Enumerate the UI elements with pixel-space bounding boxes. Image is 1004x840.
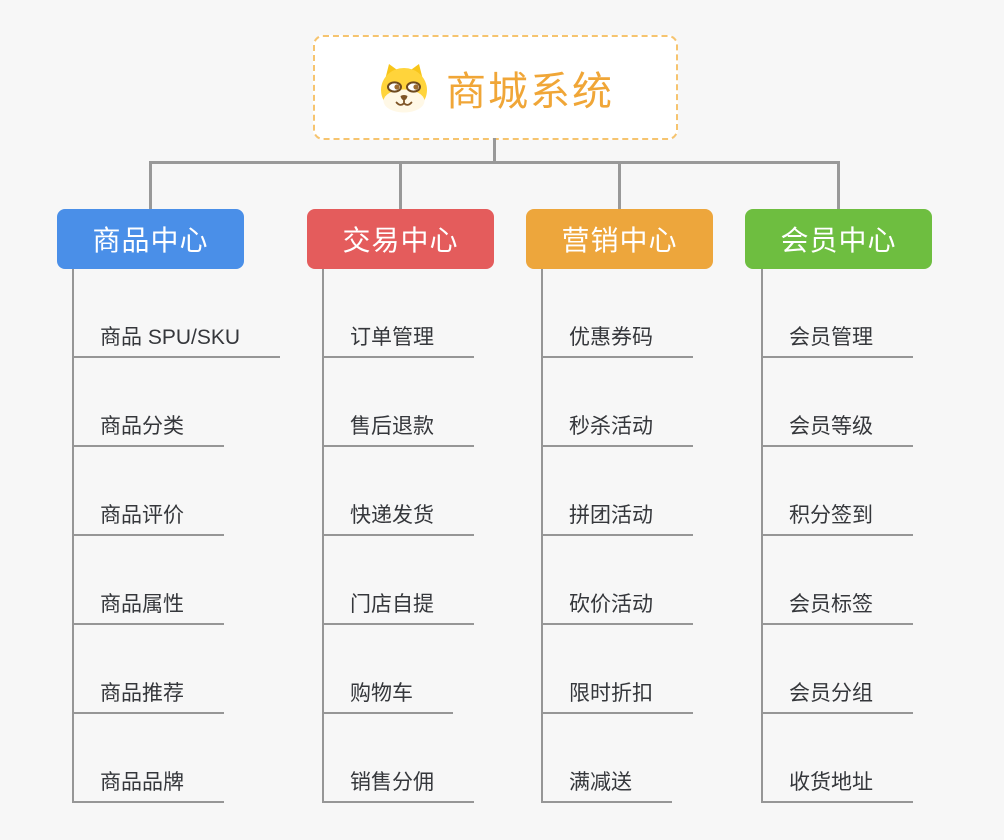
child-node[interactable]: 收货地址 [761, 770, 913, 803]
branch-spine [541, 269, 543, 801]
child-node[interactable]: 售后退款 [322, 414, 474, 447]
connector-horizontal-bar [149, 161, 840, 164]
child-node[interactable]: 商品 SPU/SKU [72, 325, 281, 358]
child-node[interactable]: 门店自提 [322, 592, 474, 625]
child-node[interactable]: 会员管理 [761, 325, 913, 358]
branch-header-member[interactable]: 会员中心 [745, 209, 932, 269]
child-node[interactable]: 商品品牌 [72, 770, 224, 803]
child-node[interactable]: 拼团活动 [541, 503, 693, 536]
child-node[interactable]: 优惠券码 [541, 325, 693, 358]
connector-drop-member [837, 161, 840, 210]
child-node[interactable]: 满减送 [541, 770, 672, 803]
child-node[interactable]: 商品评价 [72, 503, 224, 536]
child-node[interactable]: 限时折扣 [541, 681, 693, 714]
child-node[interactable]: 商品分类 [72, 414, 224, 447]
branch-header-trade[interactable]: 交易中心 [307, 209, 494, 269]
child-node[interactable]: 商品属性 [72, 592, 224, 625]
child-node[interactable]: 砍价活动 [541, 592, 693, 625]
branch-spine [72, 269, 74, 801]
branch-spine [761, 269, 763, 801]
connector-drop-trade [399, 161, 402, 210]
root-title: 商城系统 [446, 69, 614, 114]
branch-children-marketing: 优惠券码 秒杀活动 拼团活动 砍价活动 限时折扣 满减送 [541, 269, 693, 803]
child-node[interactable]: 购物车 [322, 681, 453, 714]
dog-face-icon [377, 63, 431, 113]
child-node[interactable]: 快递发货 [322, 503, 474, 536]
connector-root-stem [493, 138, 496, 164]
connector-drop-product [149, 161, 152, 210]
child-node[interactable]: 会员分组 [761, 681, 913, 714]
connector-drop-marketing [618, 161, 621, 210]
branch-spine [322, 269, 324, 801]
child-node[interactable]: 秒杀活动 [541, 414, 693, 447]
branch-header-product[interactable]: 商品中心 [57, 209, 244, 269]
branch-children-product: 商品 SPU/SKU 商品分类 商品评价 商品属性 商品推荐 商品品牌 [72, 269, 281, 803]
branch-header-marketing[interactable]: 营销中心 [526, 209, 713, 269]
child-node[interactable]: 销售分佣 [322, 770, 474, 803]
child-node[interactable]: 商品推荐 [72, 681, 224, 714]
child-node[interactable]: 会员等级 [761, 414, 913, 447]
root-node[interactable]: 商城系统 [313, 35, 678, 140]
child-node[interactable]: 积分签到 [761, 503, 913, 536]
child-node[interactable]: 订单管理 [322, 325, 474, 358]
branch-children-trade: 订单管理 售后退款 快递发货 门店自提 购物车 销售分佣 [322, 269, 474, 803]
branch-children-member: 会员管理 会员等级 积分签到 会员标签 会员分组 收货地址 [761, 269, 913, 803]
child-node[interactable]: 会员标签 [761, 592, 913, 625]
